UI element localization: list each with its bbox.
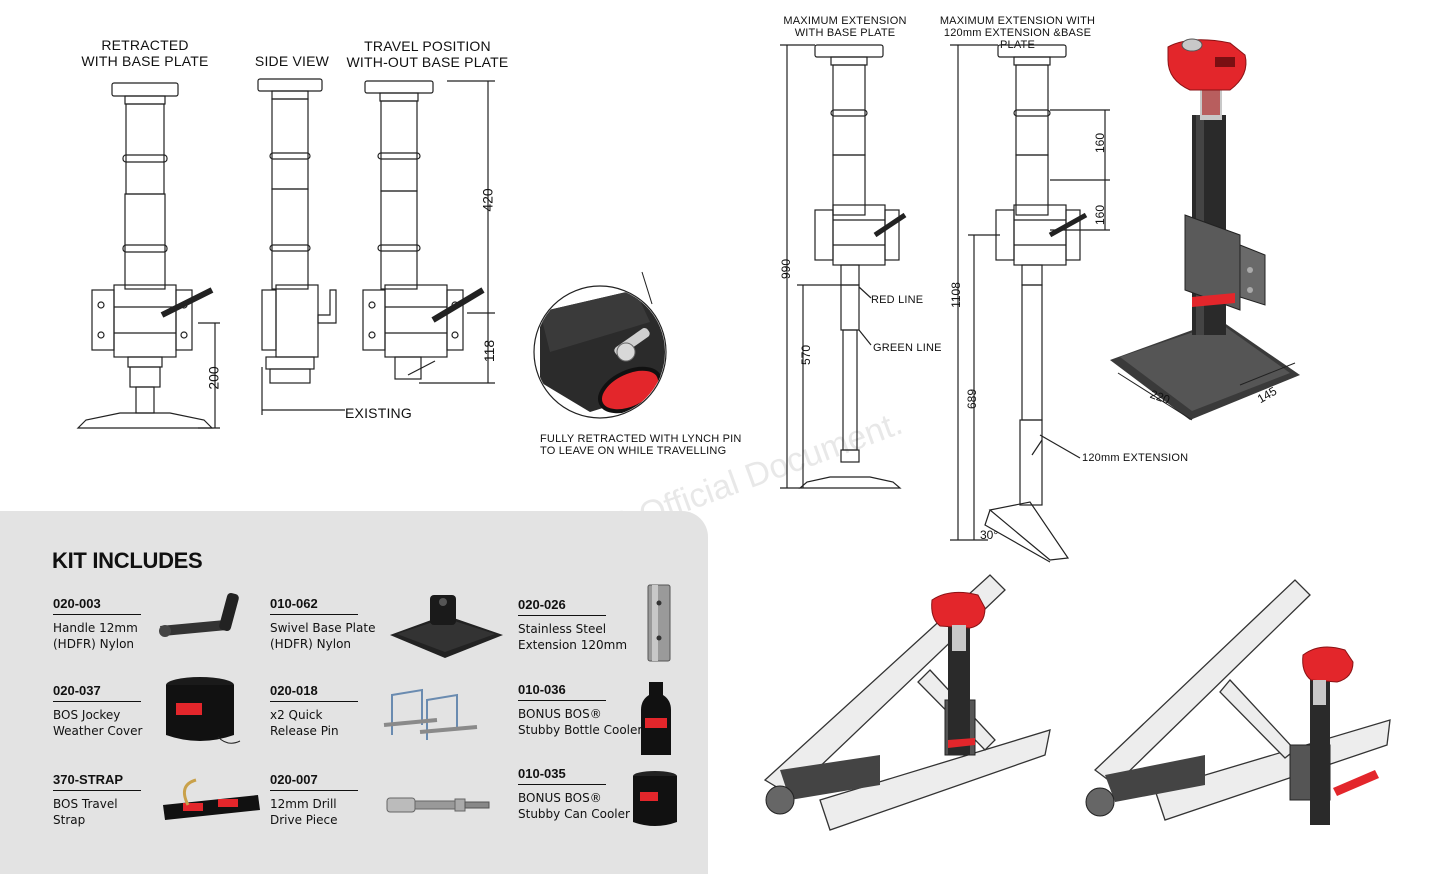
dimension-990: 990 — [779, 258, 794, 280]
kit-item-desc: 12mm Drill Drive Piece — [270, 797, 338, 827]
callout-green-line: GREEN LINE — [873, 342, 942, 354]
kit-item-rule — [270, 614, 358, 615]
drawing-max-extension-120 — [950, 44, 1110, 563]
kit-item-rule — [53, 701, 141, 702]
kit-item-desc: Handle 12mm (HDFR) Nylon — [53, 621, 138, 651]
kit-item-code: 370-STRAP — [53, 772, 124, 787]
kit-item-code: 010-036 — [518, 682, 566, 697]
drawing-max-extension — [780, 44, 907, 489]
kit-item-desc: BOS Travel Strap — [53, 797, 118, 827]
kit-item-desc: BONUS BOS® Stubby Can Cooler — [518, 791, 630, 821]
callout-retracted-note: FULLY RETRACTED WITH LYNCH PIN TO LEAVE … — [540, 433, 742, 457]
kit-item-desc: Stainless Steel Extension 120mm — [518, 622, 628, 652]
kit-item-code: 020-037 — [53, 683, 101, 698]
dimension-689: 689 — [965, 388, 980, 410]
render-jockey-wheel — [1110, 38, 1300, 421]
kit-item-rule — [53, 614, 141, 615]
kit-image-handle — [159, 592, 239, 637]
kit-item-desc: BONUS BOS® Stubby Bottle Cooler — [518, 707, 643, 737]
drawing-side-view — [257, 78, 345, 415]
kit-image-drill-drive — [386, 797, 490, 813]
kit-item-desc: Swivel Base Plate (HDFR) Nylon — [270, 621, 376, 651]
kit-item-rule — [270, 790, 358, 791]
kit-image-bottle-cooler — [641, 682, 671, 755]
kit-item-code: 020-026 — [518, 597, 566, 612]
label-retracted: RETRACTED WITH BASE PLATE — [81, 37, 209, 69]
dimension-30-degrees: 30° — [980, 528, 999, 542]
kit-panel — [0, 511, 708, 874]
kit-image-travel-strap — [163, 778, 260, 820]
dimension-570: 570 — [799, 344, 814, 366]
kit-item-rule — [53, 790, 141, 791]
label-max-extension: MAXIMUM EXTENSION WITH BASE PLATE — [783, 15, 907, 39]
kit-image-quick-release-pin — [383, 688, 478, 740]
kit-item-code: 020-007 — [270, 772, 318, 787]
kit-item-code: 020-003 — [53, 596, 101, 611]
kit-image-base-plate — [390, 595, 503, 658]
kit-item-code: 020-018 — [270, 683, 318, 698]
dimension-420: 420 — [479, 188, 496, 212]
kit-image-extension — [647, 584, 671, 662]
kit-item-desc: BOS Jockey Weather Cover — [53, 708, 143, 738]
kit-item-rule — [518, 615, 606, 616]
render-trailer-mount-1 — [763, 574, 1051, 831]
kit-item-code: 010-035 — [518, 766, 566, 781]
kit-title: KIT INCLUDES — [52, 548, 203, 573]
kit-image-can-cooler — [633, 771, 677, 826]
label-travel-position: TRAVEL POSITION WITH-OUT BASE PLATE — [346, 38, 509, 70]
kit-item-rule — [518, 700, 606, 701]
callout-red-line: RED LINE — [871, 294, 924, 306]
kit-item-rule — [270, 701, 358, 702]
kit-item-code: 010-062 — [270, 596, 318, 611]
callout-existing: EXISTING — [345, 405, 412, 421]
dimension-200: 200 — [205, 366, 222, 390]
dimension-1108: 1108 — [948, 282, 963, 308]
kit-item-desc: x2 Quick Release Pin — [270, 708, 339, 738]
dimension-118: 118 — [481, 339, 498, 363]
drawing-retracted — [76, 82, 220, 429]
render-trailer-mount-2 — [1085, 579, 1391, 825]
callout-120mm-extension: 120mm EXTENSION — [1082, 452, 1189, 464]
label-side-view: SIDE VIEW — [254, 53, 330, 69]
kit-image-weather-cover — [166, 677, 241, 744]
kit-item-rule — [518, 784, 606, 785]
drawing-travel-position — [362, 80, 495, 384]
detail-lynch-pin-zoom — [533, 271, 667, 419]
